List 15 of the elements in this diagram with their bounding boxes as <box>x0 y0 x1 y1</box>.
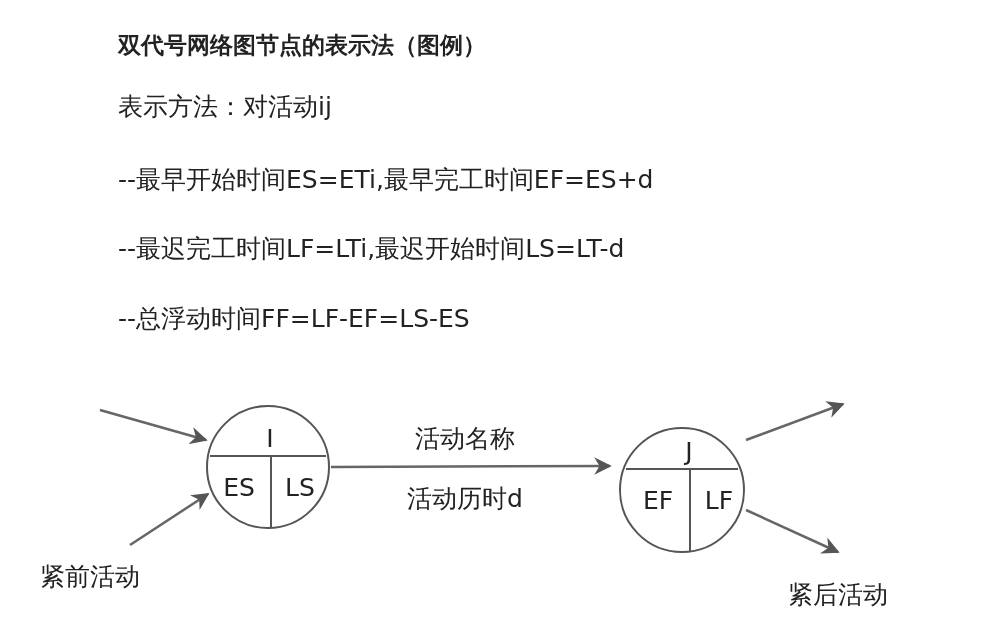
time-label: LF <box>704 487 734 513</box>
arrow <box>129 492 210 547</box>
node-number: J <box>685 438 693 464</box>
arrow <box>745 508 840 554</box>
title: 双代号网络图节点的表示法（图例） <box>118 31 486 60</box>
time-label: EF <box>642 487 674 513</box>
event-circle <box>619 427 745 553</box>
node-number: I <box>266 425 274 451</box>
description-text: 表示方法：对活动ij <box>118 90 332 123</box>
arrow <box>745 401 845 442</box>
time-label: ES <box>223 474 255 500</box>
time-label: LS <box>285 474 315 500</box>
arrow <box>331 457 612 475</box>
event-circle <box>206 405 330 529</box>
arrow <box>99 408 208 445</box>
